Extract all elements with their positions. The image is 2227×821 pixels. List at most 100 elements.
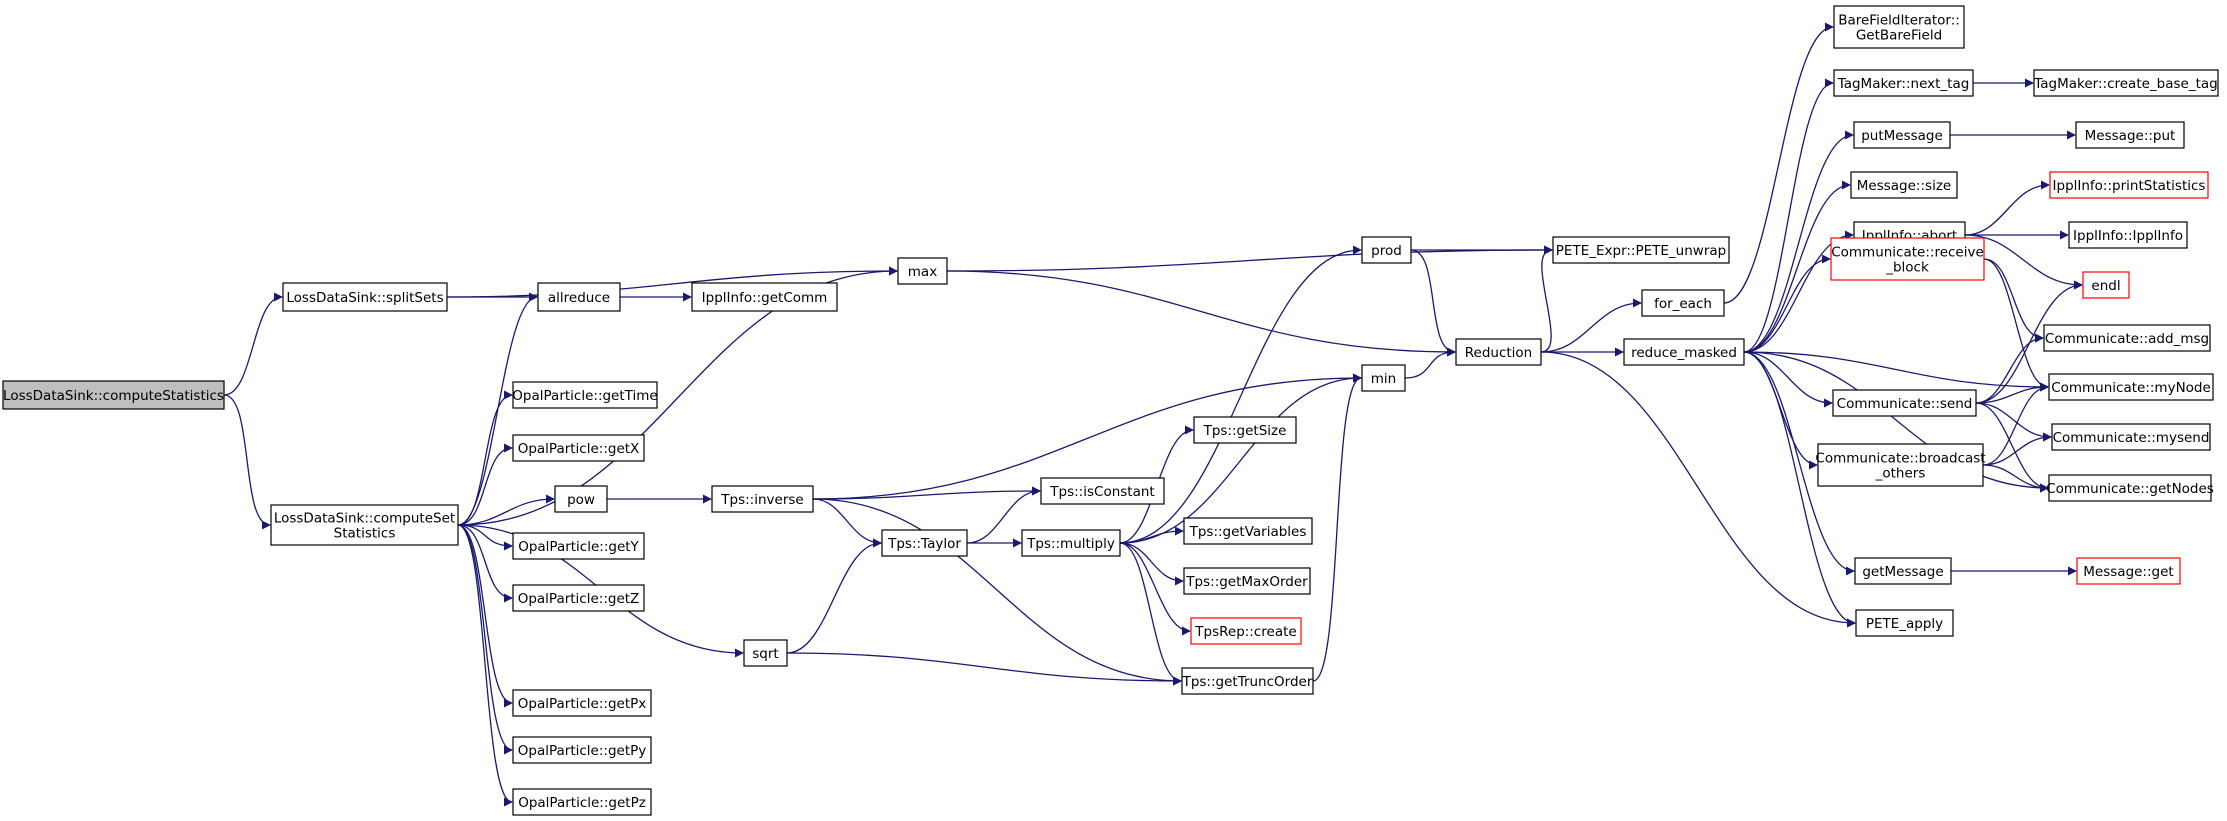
node-barefield[interactable]: BareFieldIterator::GetBareField: [1833, 5, 1965, 49]
edge-comm-receive-to-comm-mynode: [1983, 258, 2049, 392]
edge-sqrt-to-tps-taylor: [786, 538, 882, 654]
node-label: Communicate::mysend: [2053, 430, 2210, 446]
edge-tps-gettruncorder-to-min: [1312, 373, 1362, 682]
edge-min-to-reduction: [1404, 347, 1456, 379]
node-box: [1455, 338, 1542, 366]
node-comm-broadcast[interactable]: Communicate::broadcast_others: [1815, 443, 1986, 487]
node-box: [2076, 557, 2181, 585]
node-allreduce[interactable]: allreduce: [537, 282, 621, 312]
node-ippl-getcomm[interactable]: IpplInfo::getComm: [691, 282, 838, 312]
node-getPx[interactable]: OpalParticle::getPx: [512, 689, 652, 717]
node-label: sqrt: [752, 646, 778, 662]
node-label: Communicate::broadcast: [1815, 451, 1985, 467]
node-label: LossDataSink::computeStatistics: [3, 388, 224, 404]
node-label: IpplInfo::getComm: [702, 290, 828, 306]
node-tpsrep-create[interactable]: TpsRep::create: [1190, 617, 1302, 645]
edge-tps-inverse-to-min: [812, 373, 1362, 500]
node-box: [2075, 121, 2185, 149]
node-tps-isconstant[interactable]: Tps::isConstant: [1040, 477, 1165, 505]
node-reduction[interactable]: Reduction: [1455, 338, 1542, 366]
edge-comm-send-to-comm-getnodes: [1975, 402, 2049, 493]
node-box: [554, 485, 608, 513]
edge-tps-inverse-to-tps-isconstant: [812, 486, 1041, 500]
node-label: PETE_Expr::PETE_unwrap: [1556, 243, 1726, 259]
node-pete-unwrap[interactable]: PETE_Expr::PETE_unwrap: [1552, 236, 1730, 264]
node-box: [1833, 5, 1965, 49]
node-label: BareFieldIterator::: [1838, 13, 1960, 29]
node-ippl-ctor[interactable]: IpplInfo::IpplInfo: [2068, 221, 2188, 249]
node-tps-multiply[interactable]: Tps::multiply: [1021, 529, 1121, 557]
node-putmessage[interactable]: putMessage: [1853, 121, 1951, 149]
node-endl[interactable]: endl: [2082, 271, 2130, 299]
node-label: for_each: [1654, 296, 1712, 312]
node-comm-send[interactable]: Communicate::send: [1832, 389, 1977, 417]
node-label: Statistics: [334, 526, 396, 542]
node-label: Reduction: [1465, 345, 1533, 361]
nodes-layer: LossDataSink::computeStatisticsLossDataS…: [2, 5, 2219, 816]
node-reduce-masked[interactable]: reduce_masked: [1623, 338, 1745, 366]
node-getY[interactable]: OpalParticle::getY: [512, 532, 645, 560]
node-comm-mysend[interactable]: Communicate::mysend: [2051, 423, 2211, 451]
node-message-size[interactable]: Message::size: [1850, 171, 1958, 199]
node-box: [691, 282, 838, 312]
node-label: endl: [2091, 278, 2120, 294]
node-tps-getsize[interactable]: Tps::getSize: [1193, 416, 1297, 444]
edge-compute-statistics-to-compute-set-statistics: [223, 394, 271, 530]
node-box: [1190, 617, 1302, 645]
edge-comm-send-to-comm-mynode: [1975, 382, 2049, 404]
node-box: [1552, 236, 1730, 264]
node-min[interactable]: min: [1361, 364, 1406, 392]
node-box: [897, 257, 948, 285]
edge-tps-taylor-to-tps-isconstant: [966, 486, 1041, 544]
node-for-each[interactable]: for_each: [1641, 289, 1725, 317]
node-getPy[interactable]: OpalParticle::getPy: [512, 736, 652, 764]
node-box: [1361, 236, 1412, 264]
node-compute-statistics[interactable]: LossDataSink::computeStatistics: [2, 380, 225, 410]
node-label: OpalParticle::getX: [518, 441, 640, 457]
node-max[interactable]: max: [897, 257, 948, 285]
node-box: [512, 532, 645, 560]
edge-tps-multiply-to-tpsrep-create: [1119, 542, 1191, 636]
edge-comm-broadcast-to-comm-getnodes: [1982, 464, 2049, 493]
node-comm-mynode[interactable]: Communicate::myNode: [2048, 373, 2214, 401]
node-message-put[interactable]: Message::put: [2075, 121, 2185, 149]
node-box: [2, 380, 225, 410]
node-getZ[interactable]: OpalParticle::getZ: [512, 584, 645, 612]
edge-reduce-masked-to-comm-send: [1743, 351, 1833, 408]
node-label: reduce_masked: [1631, 345, 1737, 361]
node-getPz[interactable]: OpalParticle::getPz: [512, 788, 652, 816]
node-getTime[interactable]: OpalParticle::getTime: [512, 381, 658, 409]
node-label: Message::size: [1857, 178, 1951, 194]
node-pow[interactable]: pow: [554, 485, 608, 513]
node-box: [1833, 69, 1974, 97]
node-tps-inverse[interactable]: Tps::inverse: [711, 485, 814, 513]
edge-compute-set-statistics-to-getY: [457, 524, 513, 551]
node-pete-apply[interactable]: PETE_apply: [1855, 609, 1954, 637]
node-box: [1040, 477, 1165, 505]
node-sqrt[interactable]: sqrt: [743, 639, 788, 667]
node-label: Tps::getSize: [1203, 423, 1287, 439]
node-label: Tps::inverse: [720, 492, 803, 508]
node-getmessage[interactable]: getMessage: [1854, 557, 1952, 585]
node-comm-receive[interactable]: Communicate::receive_block: [1830, 237, 1985, 281]
node-getX[interactable]: OpalParticle::getX: [512, 434, 645, 462]
node-tag-create[interactable]: TagMaker::create_base_tag: [2033, 69, 2219, 97]
node-box: [1832, 389, 1977, 417]
node-ippl-print[interactable]: IpplInfo::printStatistics: [2049, 171, 2209, 199]
node-prod[interactable]: prod: [1361, 236, 1412, 264]
node-box: [2048, 474, 2212, 502]
node-label: Tps::Taylor: [887, 536, 961, 552]
node-box: [1183, 567, 1311, 595]
node-label: TpsRep::create: [1194, 624, 1296, 640]
edge-comm-send-to-comm-addmsg: [1975, 333, 2044, 404]
node-tag-next[interactable]: TagMaker::next_tag: [1833, 69, 1974, 97]
node-tps-gettruncorder[interactable]: Tps::getTruncOrder: [1181, 667, 1314, 695]
node-tps-getvariables[interactable]: Tps::getVariables: [1183, 517, 1313, 545]
node-comm-addmsg[interactable]: Communicate::add_msg: [2043, 324, 2211, 352]
node-message-get[interactable]: Message::get: [2076, 557, 2181, 585]
node-tps-taylor[interactable]: Tps::Taylor: [881, 529, 968, 557]
node-tps-getmaxorder[interactable]: Tps::getMaxOrder: [1183, 567, 1311, 595]
node-comm-getnodes[interactable]: Communicate::getNodes: [2046, 474, 2214, 502]
node-split-sets[interactable]: LossDataSink::splitSets: [282, 282, 448, 312]
